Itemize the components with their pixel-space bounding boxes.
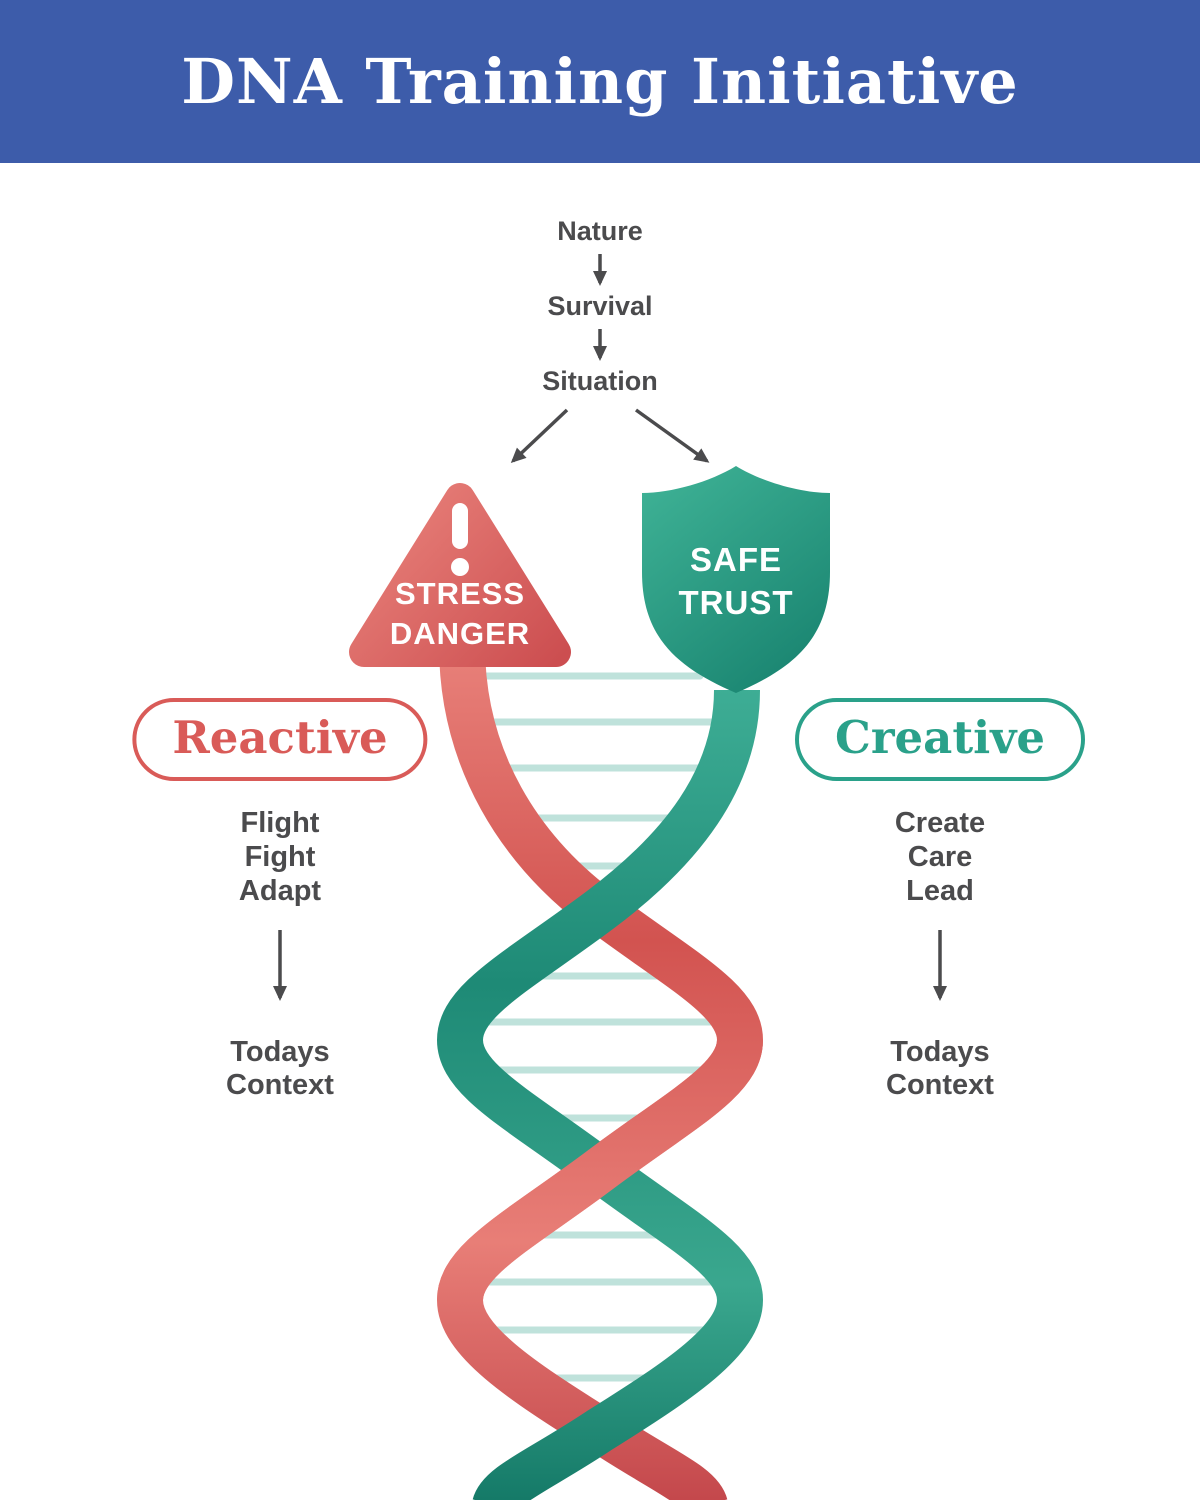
dna-strand-red-overlap — [437, 1037, 763, 1303]
reactive-result-line1: Todays — [230, 1036, 330, 1068]
reactive-badge: Reactive — [132, 698, 428, 781]
reactive-todays-context: Todays Context — [226, 1036, 334, 1103]
reactive-items: Flight Fight Adapt — [239, 806, 321, 909]
flow-label-situation: Situation — [542, 366, 658, 396]
page-title: DNA Training Initiative — [181, 45, 1019, 118]
reactive-item-fight: Fight — [244, 841, 316, 874]
reactive-item-flight: Flight — [240, 807, 320, 839]
creative-items: Create Care Lead — [895, 806, 985, 909]
creative-item-create: Create — [894, 807, 986, 839]
warning-triangle — [349, 483, 571, 667]
creative-badge: Creative — [795, 698, 1085, 781]
creative-item-lead: Lead — [906, 875, 974, 908]
arrow-situation-safe — [634, 408, 710, 463]
stress-line: STRESS — [394, 576, 526, 611]
safe-line: SAFE — [689, 541, 782, 578]
reactive-item-adapt: Adapt — [238, 875, 322, 908]
flow-label-nature: Nature — [557, 216, 643, 246]
reactive-result-line2: Context — [226, 1069, 334, 1102]
trust-line: TRUST — [678, 583, 794, 621]
flow-label-survival: Survival — [547, 291, 653, 321]
exclamation-icon — [451, 503, 469, 576]
creative-todays-context: Todays Context — [886, 1036, 994, 1103]
creative-result-line2: Context — [886, 1069, 994, 1102]
header-banner: DNA Training Initiative — [0, 0, 1200, 163]
danger-line: DANGER — [389, 615, 531, 651]
flow-arrows — [273, 254, 947, 1001]
shield-shape — [642, 466, 830, 693]
arrow-situation-stress — [510, 408, 569, 464]
dna-strand-teal — [436, 689, 764, 1500]
safe-trust-label: SAFE TRUST — [679, 539, 794, 625]
creative-result-line1: Todays — [890, 1036, 990, 1068]
creative-item-care: Care — [907, 841, 973, 874]
stress-danger-label: STRESS DANGER — [390, 574, 530, 653]
